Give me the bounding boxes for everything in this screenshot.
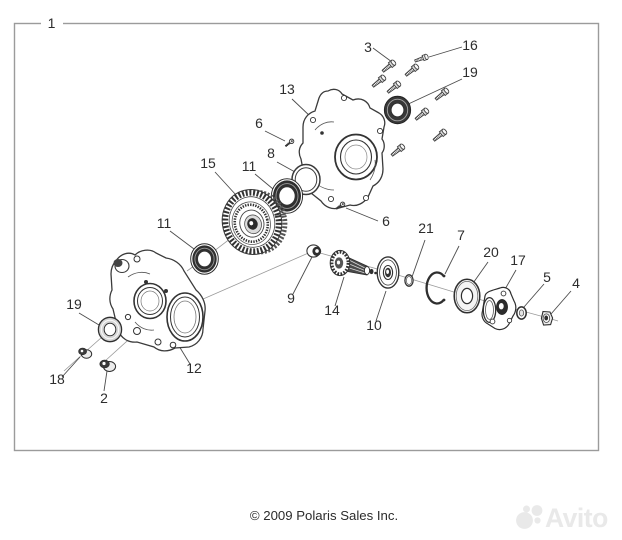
leader-6b — [345, 207, 379, 222]
callout-7: 7 — [457, 227, 465, 243]
callout-13: 13 — [279, 81, 295, 97]
avito-logo-circle-medium — [531, 505, 543, 516]
leader-6a — [264, 130, 286, 142]
callout-11b: 11 — [157, 215, 172, 231]
avito-logo-circle-small-bottom — [534, 517, 541, 524]
nut-4 — [540, 310, 554, 326]
plug-2 — [99, 359, 117, 372]
leader-8 — [276, 161, 296, 173]
callout-6b: 6 — [382, 213, 390, 229]
ring-gear-15 — [221, 189, 288, 255]
leader-18 — [61, 356, 81, 378]
leader-7 — [444, 245, 460, 275]
screw-6-top — [283, 137, 296, 149]
callout-5: 5 — [543, 269, 551, 285]
callout-10: 10 — [366, 317, 382, 333]
callout-21: 21 — [418, 220, 434, 236]
gearcase-housing-12 — [109, 249, 206, 352]
bushing-9 — [306, 244, 322, 258]
bearing-10 — [376, 256, 400, 289]
assembly-border-box — [13, 22, 600, 452]
callout-15: 15 — [200, 155, 216, 171]
callout-18: 18 — [49, 371, 65, 387]
avito-logo-circle-large — [516, 512, 533, 529]
leader-5 — [523, 283, 545, 308]
output-flange-17 — [481, 286, 517, 331]
avito-wordmark: Avito — [545, 503, 608, 533]
plug-18 — [78, 347, 93, 359]
bearing-11-lower — [190, 243, 219, 275]
leader-lines — [61, 46, 572, 392]
leader-9 — [292, 256, 313, 295]
pinion-gear-14 — [329, 249, 377, 277]
leader-19b — [78, 312, 100, 326]
callout-2: 2 — [100, 390, 108, 406]
callout-12: 12 — [186, 360, 202, 376]
washer-20 — [453, 278, 481, 314]
callout-17: 17 — [510, 252, 526, 268]
callout-16: 16 — [462, 37, 478, 53]
leader-16 — [428, 46, 463, 58]
washer-5 — [516, 306, 527, 320]
callout-labels: 1 2 3 4 5 6 6 7 8 9 10 11 11 12 13 14 15… — [48, 15, 581, 406]
leader-11a — [254, 173, 274, 190]
callout-19a: 19 — [462, 64, 478, 80]
leader-12 — [178, 345, 191, 365]
leader-21 — [411, 239, 426, 278]
leader-10 — [375, 290, 387, 322]
callout-1: 1 — [48, 15, 56, 31]
leader-4 — [550, 290, 572, 315]
callout-19b: 19 — [66, 296, 82, 312]
callout-11a: 11 — [242, 158, 257, 174]
leader-15 — [214, 171, 237, 196]
spacer-ring-21 — [404, 274, 414, 287]
callout-14: 14 — [324, 302, 340, 318]
seal-19-bottom — [97, 316, 123, 343]
callout-4: 4 — [572, 275, 580, 291]
callout-20: 20 — [483, 244, 499, 260]
leader-14 — [334, 276, 345, 307]
callout-6a: 6 — [255, 115, 263, 131]
avito-watermark: Avito — [516, 503, 609, 533]
leader-3 — [372, 47, 393, 63]
vent-fitting-16 — [413, 53, 430, 64]
leader-11b — [169, 230, 195, 250]
callout-9: 9 — [287, 290, 295, 306]
border-label-gap — [41, 15, 63, 30]
seal-19-top — [383, 95, 412, 125]
avito-logo-circle-small-top — [523, 505, 530, 513]
copyright-text: © 2009 Polaris Sales Inc. — [250, 508, 398, 523]
callout-3: 3 — [364, 39, 372, 55]
leader-2 — [103, 370, 108, 392]
callout-8: 8 — [267, 145, 275, 161]
snap-ring-7 — [425, 271, 446, 305]
